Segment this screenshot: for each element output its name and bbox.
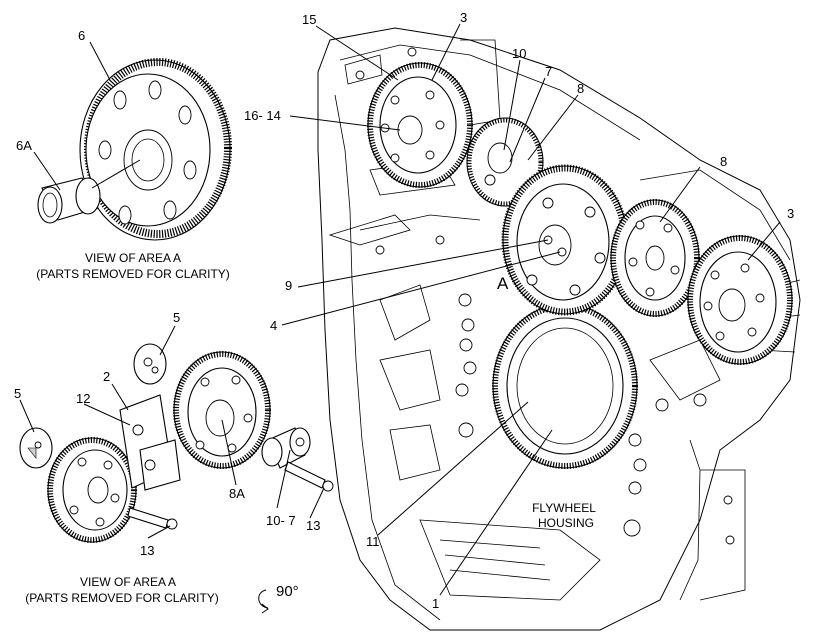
callout-3-right: 3 — [787, 206, 794, 221]
flywheel-housing — [317, 27, 801, 631]
view-top-subtitle: (PARTS REMOVED FOR CLARITY) — [36, 267, 230, 281]
callout-7: 7 — [545, 64, 552, 79]
callout-4: 4 — [270, 318, 277, 333]
callout-10-7: 10- 7 — [266, 513, 296, 528]
idler-gear-right — [610, 199, 700, 317]
callout-8a: 8A — [229, 486, 245, 501]
rotate-90-icon — [258, 589, 269, 614]
callout-5-left: 5 — [14, 386, 21, 401]
leader-lines — [19, 23, 781, 596]
bushing-6a — [37, 177, 101, 224]
camshaft-gear-left — [367, 62, 473, 188]
callout-5-top: 5 — [173, 310, 180, 325]
flywheel-housing-label-2: HOUSING — [538, 516, 594, 530]
callout-13-left: 13 — [140, 543, 154, 558]
callout-9: 9 — [285, 278, 292, 293]
detail-bracket — [119, 394, 181, 491]
idler-gear-center — [501, 164, 629, 316]
callout-12: 12 — [76, 391, 90, 406]
callout-13-mid: 13 — [306, 518, 320, 533]
callout-6: 6 — [78, 28, 85, 43]
callout-8-top: 8 — [577, 81, 584, 96]
housing-bolts — [355, 47, 735, 545]
captions: VIEW OF AREA A (PARTS REMOVED FOR CLARIT… — [25, 251, 596, 605]
detail-bolt-13-mid — [284, 461, 334, 492]
view-bottom-subtitle: (PARTS REMOVED FOR CLARITY) — [25, 591, 219, 605]
callout-10: 10 — [512, 46, 526, 61]
callout-3-top: 3 — [460, 10, 467, 25]
detail-gear-right — [173, 351, 271, 469]
callout-8-mid: 8 — [720, 154, 727, 169]
callout-numbers: 6 6A 15 3 10 7 8 16- 14 8 3 9 4 5 2 5 12… — [14, 10, 794, 611]
callout-16-14: 16- 14 — [244, 108, 281, 123]
detail-gear-left — [47, 437, 137, 543]
detail-shaft-10-7 — [261, 427, 311, 469]
flywheel-housing-label-1: FLYWHEEL — [532, 501, 596, 515]
rotate-label: 90° — [276, 583, 299, 600]
area-a-label: A — [497, 274, 509, 293]
callout-2: 2 — [103, 369, 110, 384]
camshaft-gear-right — [687, 235, 793, 365]
detail-plate-top — [133, 343, 167, 385]
callout-15: 15 — [302, 12, 316, 27]
view-bottom-title: VIEW OF AREA A — [80, 575, 176, 589]
detail-plate-left — [19, 427, 53, 469]
callout-11: 11 — [366, 534, 380, 549]
view-top-title: VIEW OF AREA A — [85, 251, 181, 265]
flywheel-ring-gear — [492, 303, 638, 469]
detail-gear-6 — [79, 58, 232, 241]
callout-6a: 6A — [16, 138, 32, 153]
callout-1: 1 — [432, 596, 439, 611]
